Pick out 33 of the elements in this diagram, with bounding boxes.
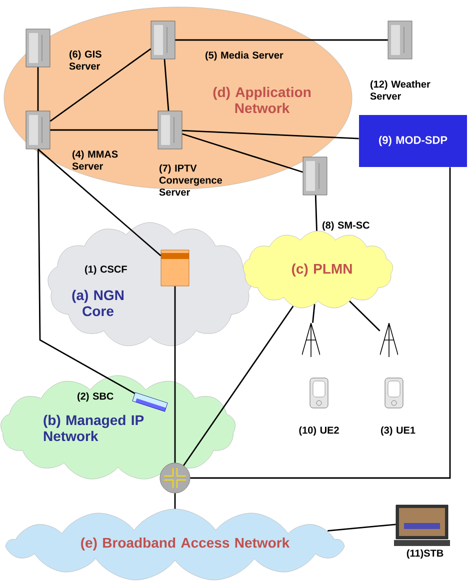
device-label: (8) SM-SC bbox=[322, 221, 370, 231]
connector-line bbox=[349, 300, 380, 332]
connector-line bbox=[312, 304, 316, 323]
connector-line bbox=[50, 129, 158, 131]
connector-line bbox=[175, 39, 388, 41]
device-label: (4) MMAS Server bbox=[72, 150, 118, 170]
connector-line bbox=[50, 48, 152, 122]
device-label: (11)STB bbox=[406, 549, 444, 559]
device-label: (12) Weather Server bbox=[370, 80, 430, 100]
device-label: (7) IPTV Convergence Server bbox=[159, 164, 222, 196]
connector-line bbox=[164, 59, 170, 111]
device-label: (5) Media Server bbox=[206, 51, 284, 61]
device-label: (1) CSCF bbox=[85, 265, 127, 275]
connector-line bbox=[314, 195, 318, 231]
connector-line bbox=[190, 167, 451, 479]
antenna-tower-icon bbox=[380, 323, 398, 357]
connector-line bbox=[328, 524, 396, 532]
sdp-box: (9) MOD-SDP bbox=[359, 115, 467, 167]
device-label: (6) GIS Server bbox=[69, 50, 102, 70]
connector-line bbox=[183, 306, 294, 466]
router-icon bbox=[160, 462, 190, 494]
device-label: (2) SBC bbox=[78, 392, 114, 402]
connector-line bbox=[38, 148, 162, 256]
network-cloud: (c) PLMN bbox=[243, 230, 393, 308]
device-label: (3) UE1 bbox=[381, 426, 416, 436]
device-label: (10) UE2 bbox=[299, 426, 339, 436]
connector-line bbox=[174, 493, 176, 509]
connector-line bbox=[174, 286, 176, 463]
connector-line bbox=[182, 130, 359, 140]
connector-line bbox=[182, 133, 304, 173]
network-cloud: (e) Broadband Access Network bbox=[5, 508, 345, 580]
connector-line bbox=[37, 67, 39, 111]
antenna-tower-icon bbox=[302, 323, 320, 357]
